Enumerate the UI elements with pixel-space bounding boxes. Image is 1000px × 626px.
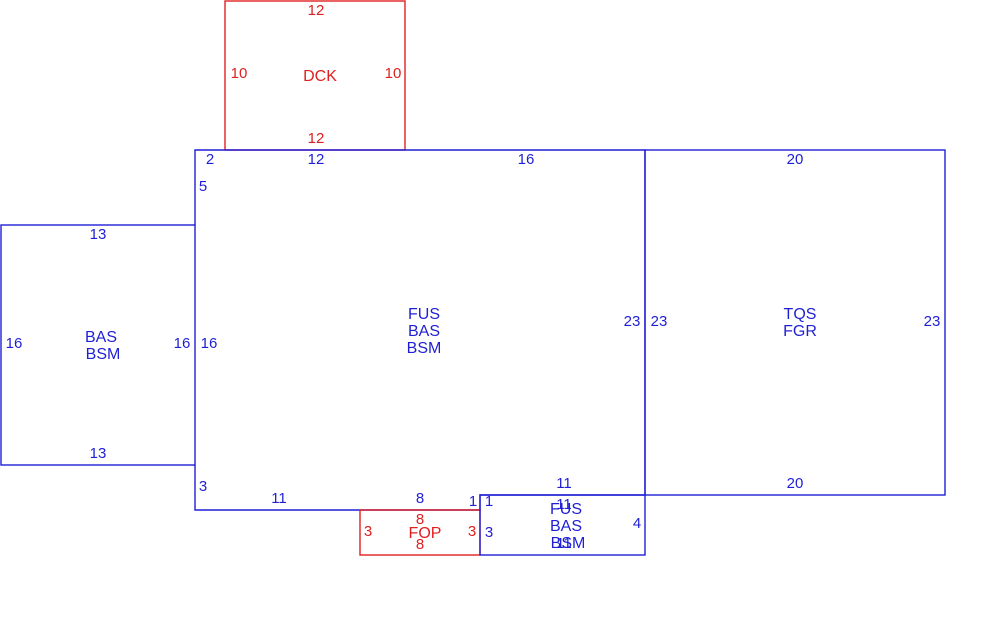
small-bay-code-2: BAS <box>550 518 582 535</box>
garage-outline <box>644 149 946 496</box>
left-wing-code-1: BAS <box>85 329 117 346</box>
main-dim-bottom-8: 8 <box>416 490 424 507</box>
main-code-2: BAS <box>408 323 440 340</box>
main-dim-bottom-left: 3 <box>199 478 207 495</box>
small-bay-dim-corner-1: 1 <box>485 493 493 510</box>
garage-dim-left: 23 <box>651 313 668 330</box>
porch-dim-right: 3 <box>468 523 476 540</box>
main-dim-right: 23 <box>624 313 641 330</box>
left-wing-outline <box>0 224 196 466</box>
small-bay-code-1: FUS <box>550 501 582 518</box>
main-dim-offset-5: 5 <box>199 178 207 195</box>
main-code-3: BSM <box>407 340 442 357</box>
dck-dim-right: 10 <box>385 65 402 82</box>
small-bay-outline <box>479 494 646 556</box>
main-dim-bottom-1: 1 <box>469 493 477 510</box>
main-dim-corner-2: 2 <box>206 151 214 168</box>
garage-dim-bottom: 20 <box>787 475 804 492</box>
porch-dim-top: 8 <box>416 511 424 528</box>
left-wing-dim-top: 13 <box>90 226 107 243</box>
dck-dim-left: 10 <box>231 65 248 82</box>
left-wing-dim-right: 16 <box>174 335 191 352</box>
left-wing-dim-bottom: 13 <box>90 445 107 462</box>
garage-code-2: FGR <box>783 323 817 340</box>
main-dim-top-a: 12 <box>308 151 325 168</box>
small-bay-dim-bottom: 11 <box>556 535 572 552</box>
left-wing-dim-left: 16 <box>6 335 23 352</box>
main-dim-top-b: 16 <box>518 151 535 168</box>
left-wing-code-2: BSM <box>86 346 121 363</box>
main-code-1: FUS <box>408 306 440 323</box>
small-bay-code-3: BSM <box>551 535 586 552</box>
porch-dim-left: 3 <box>364 523 372 540</box>
main-dim-lower-11: 11 <box>556 475 572 492</box>
garage-dim-top: 20 <box>787 151 804 168</box>
garage-dim-right: 23 <box>924 313 941 330</box>
garage-code-1: TQS <box>784 306 817 323</box>
dck-dim-top: 12 <box>308 2 325 19</box>
porch-dim-bottom: 8 <box>416 536 424 553</box>
main-dim-bottom-11: 11 <box>271 490 287 507</box>
small-bay-dim-top: 11 <box>556 496 572 513</box>
porch-label: FOP <box>409 525 442 542</box>
dck-label: DCK <box>303 68 337 85</box>
dck-dim-bottom: 12 <box>308 130 325 147</box>
main-dim-left: 16 <box>201 335 218 352</box>
small-bay-dim-right: 4 <box>633 515 641 532</box>
small-bay-dim-left: 3 <box>485 524 493 541</box>
